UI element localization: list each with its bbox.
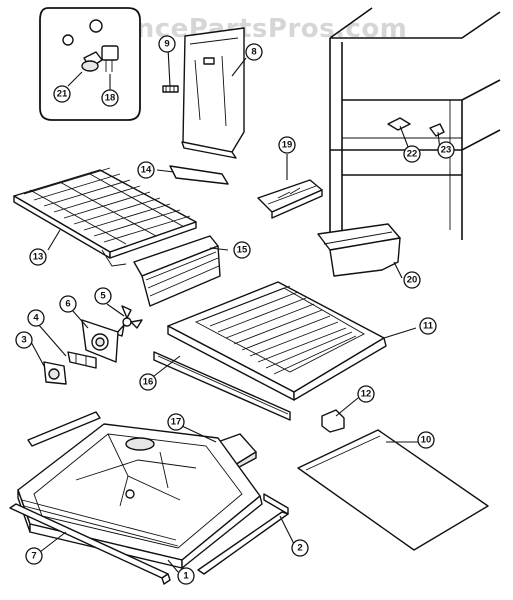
glass-shelf (167, 281, 387, 401)
callout-7: 7 (25, 547, 43, 565)
air-duct-panel (181, 27, 245, 159)
callout-label: 11 (423, 321, 434, 332)
right-trim-strip (197, 493, 289, 575)
callout-label: 22 (407, 149, 418, 160)
callout-3: 3 (15, 331, 33, 349)
callout-20: 20 (403, 271, 421, 289)
callout-11: 11 (419, 317, 437, 335)
callout-label: 12 (361, 389, 372, 400)
left-trim-strip (9, 503, 171, 585)
cabinet-outline (329, 7, 501, 240)
callout-label: 20 (407, 275, 418, 286)
callout-6: 6 (59, 295, 77, 313)
callout-label: 17 (171, 417, 182, 428)
callout-label: 9 (164, 39, 169, 50)
callout-12: 12 (357, 385, 375, 403)
shelf-clip (321, 409, 345, 433)
callout-8: 8 (245, 43, 263, 61)
screw-part (162, 85, 179, 93)
detail-inset-box (39, 7, 141, 121)
mounting-bracket (67, 351, 97, 369)
callout-label: 15 (237, 245, 248, 256)
shelf-bracket (169, 165, 229, 185)
fan-motor (43, 361, 67, 385)
callout-21: 21 (53, 85, 71, 103)
callout-19: 19 (278, 136, 296, 154)
callout-17: 17 (167, 413, 185, 431)
callout-label: 6 (65, 299, 70, 310)
callout-label: 13 (33, 252, 44, 263)
callout-9: 9 (158, 35, 176, 53)
callout-2: 2 (291, 539, 309, 557)
fan-blade (115, 305, 143, 337)
egg-tray (257, 179, 323, 219)
callout-label: 18 (105, 93, 116, 104)
callout-5: 5 (94, 287, 112, 305)
callout-15: 15 (233, 241, 251, 259)
callout-label: 2 (297, 543, 302, 554)
fan-bracket (81, 319, 119, 363)
callout-label: 5 (100, 291, 106, 302)
callout-label: 4 (33, 313, 39, 324)
callout-14: 14 (137, 161, 155, 179)
callout-label: 19 (282, 140, 293, 151)
callout-label: 23 (441, 145, 452, 156)
callout-18: 18 (101, 89, 119, 107)
crisper-bin (317, 223, 401, 277)
callout-label: 1 (183, 571, 189, 582)
callout-10: 10 (417, 431, 435, 449)
shelf-trim-strip (153, 351, 291, 421)
wire-shelf (13, 167, 197, 267)
callout-label: 10 (421, 435, 432, 446)
callout-1: 1 (177, 567, 195, 585)
callout-4: 4 (27, 309, 45, 327)
callout-13: 13 (29, 248, 47, 266)
callout-label: 21 (57, 89, 68, 100)
cover-panel (297, 429, 489, 551)
callout-label: 8 (251, 47, 256, 58)
callout-label: 16 (143, 377, 154, 388)
leader-lines (29, 47, 441, 573)
shelf-front-trim (133, 235, 221, 307)
callout-16: 16 (139, 373, 157, 391)
callout-label: 14 (141, 165, 152, 176)
callout-23: 23 (437, 141, 455, 159)
callout-label: 3 (21, 335, 26, 346)
callout-label: 7 (31, 551, 36, 562)
pan-rail (27, 411, 101, 447)
callout-22: 22 (403, 145, 421, 163)
